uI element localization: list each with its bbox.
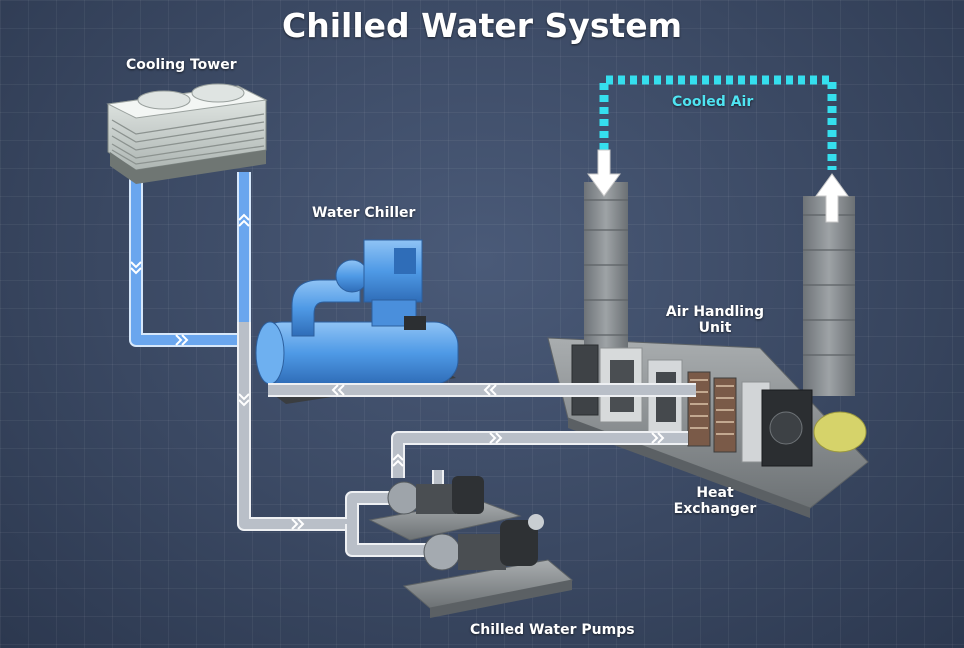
chilled-water-loop xyxy=(237,322,696,557)
heat-exchanger-label-line-2: Exchanger xyxy=(673,501,757,517)
heat-exchanger-label: Heat Exchanger xyxy=(660,485,770,517)
cooled-air-loop xyxy=(599,75,837,170)
water-chiller-label: Water Chiller xyxy=(312,205,416,221)
double-chevron-icon xyxy=(238,213,250,227)
double-chevron-icon xyxy=(175,334,189,346)
chilled-water-pumps xyxy=(368,476,574,618)
water-chiller xyxy=(255,239,459,404)
cooling-tower xyxy=(106,83,268,184)
chilled-water-pumps-label: Chilled Water Pumps xyxy=(470,622,635,638)
cooled-air-label: Cooled Air xyxy=(672,94,754,110)
air-handling-unit-label-line-2: Unit xyxy=(698,320,732,336)
double-chevron-icon xyxy=(238,393,250,407)
supply-air-duct xyxy=(803,196,855,396)
double-chevron-icon xyxy=(331,384,345,396)
air-handling-unit-label-line-1: Air Handling xyxy=(665,304,765,320)
double-chevron-icon xyxy=(130,261,142,275)
page-title: Chilled Water System xyxy=(281,6,682,45)
cooling-tower-label: Cooling Tower xyxy=(126,57,237,73)
flow-markers xyxy=(130,213,665,530)
air-handling-unit-label: Air Handling Unit xyxy=(660,304,770,336)
up-arrow-icon xyxy=(815,173,849,223)
double-chevron-icon xyxy=(651,432,665,444)
double-chevron-icon xyxy=(392,453,404,467)
heat-exchanger-label-line-1: Heat xyxy=(696,485,734,501)
down-arrow-icon xyxy=(587,149,621,197)
double-chevron-icon xyxy=(483,384,497,396)
double-chevron-icon xyxy=(489,432,503,444)
double-chevron-icon xyxy=(291,518,305,530)
condenser-water-loop xyxy=(129,172,251,347)
